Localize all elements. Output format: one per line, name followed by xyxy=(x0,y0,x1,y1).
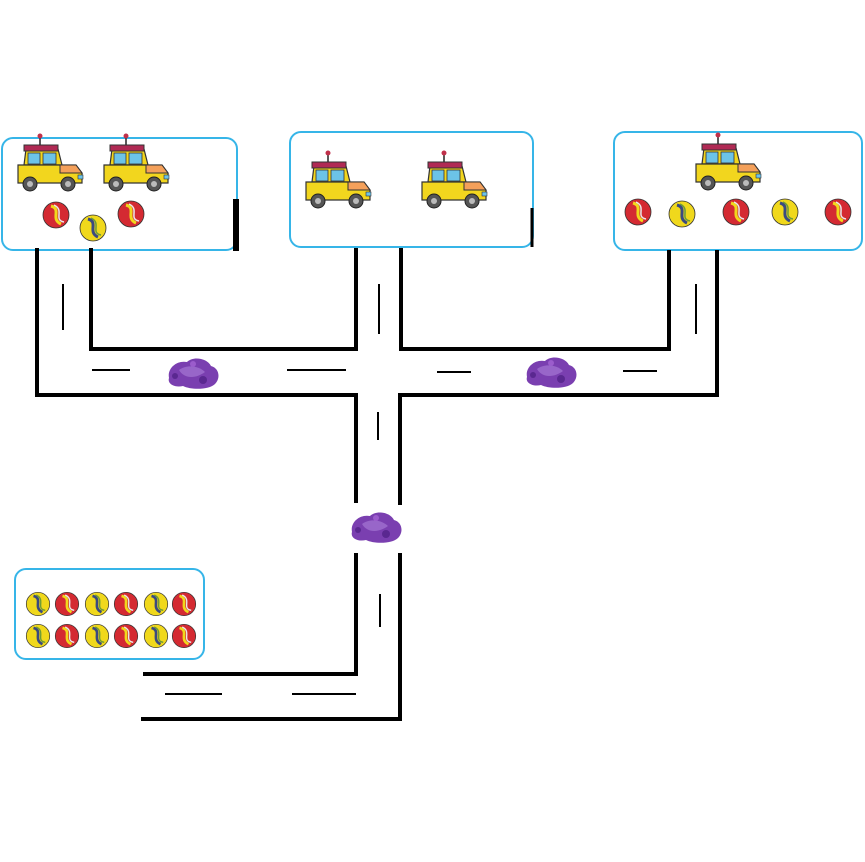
road-lines xyxy=(35,248,719,721)
road-edge-inner-left xyxy=(89,248,358,351)
marble-icon xyxy=(142,622,170,650)
marble-icon xyxy=(112,590,140,618)
marble-icon xyxy=(41,200,71,230)
marble-icon xyxy=(24,590,52,618)
car-icon xyxy=(695,131,762,191)
car-icon xyxy=(421,149,488,209)
marble-icon xyxy=(78,213,108,243)
car-icon xyxy=(305,149,372,209)
road-dashes xyxy=(62,284,697,695)
marble-icon xyxy=(116,199,146,229)
smudge-icon xyxy=(351,512,402,543)
marble-icon xyxy=(83,590,111,618)
marble-icon xyxy=(770,197,800,227)
marble-icon xyxy=(53,590,81,618)
road-edge-outer-left xyxy=(35,248,358,503)
road-edge-inner-right xyxy=(399,248,671,351)
road-edge-lower-left xyxy=(143,553,358,676)
marble-icon xyxy=(53,622,81,650)
marble-icon xyxy=(170,590,198,618)
marble-icon xyxy=(623,197,653,227)
marble-icon xyxy=(170,622,198,650)
marble-icon xyxy=(142,590,170,618)
marble-icon xyxy=(83,622,111,650)
smudge-icon xyxy=(526,357,577,388)
road-edge-outer-right xyxy=(398,250,719,505)
car-icon xyxy=(17,132,84,192)
box-top-right xyxy=(613,131,863,251)
marble-icon xyxy=(823,197,853,227)
marble-icon xyxy=(24,622,52,650)
car-icon xyxy=(103,132,170,192)
marble-icon xyxy=(667,199,697,229)
marble-icon xyxy=(112,622,140,650)
marble-icon xyxy=(721,197,751,227)
road-edge-lower-right xyxy=(141,553,402,721)
smudge-icon xyxy=(168,358,219,389)
